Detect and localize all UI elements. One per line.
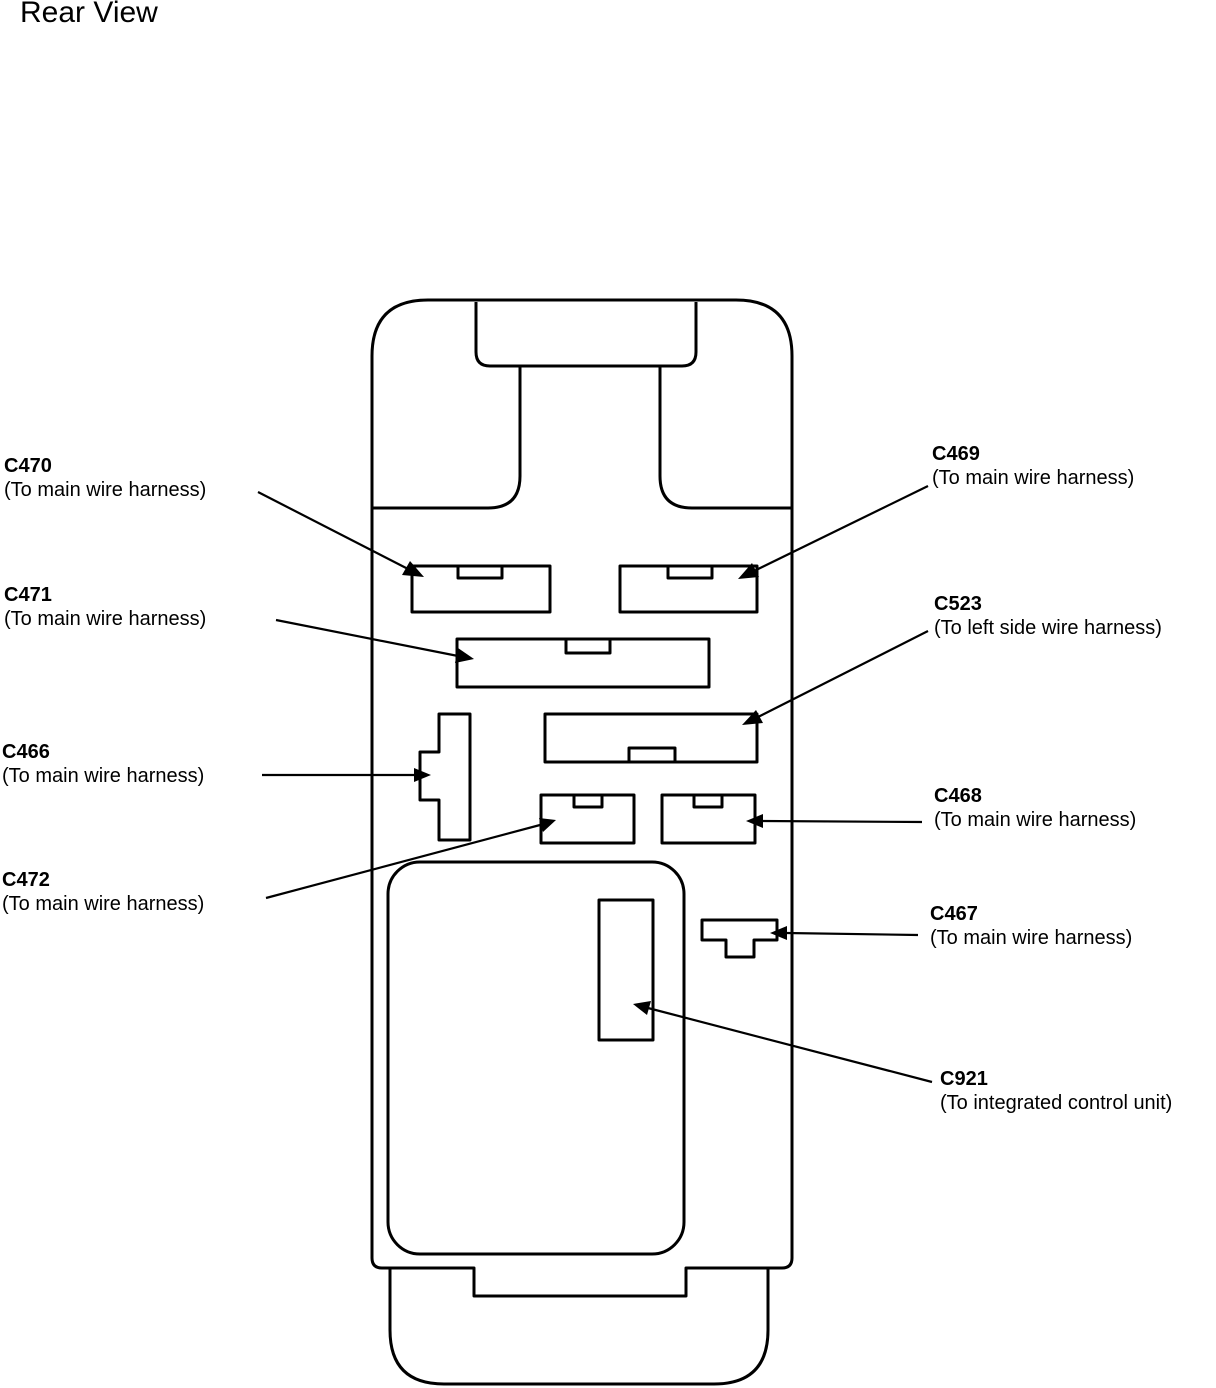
connector-code: C472	[2, 869, 50, 891]
callout-c471: C471 (To main wire harness)	[4, 583, 206, 631]
connector-code: C921	[940, 1068, 988, 1090]
leader-c471	[275, 618, 474, 663]
connector-code: C523	[934, 593, 982, 615]
connector-code: C471	[4, 584, 52, 606]
callout-c466: C466 (To main wire harness)	[2, 740, 204, 788]
callout-c469: C469 (To main wire harness)	[932, 442, 1134, 490]
bottom-mount-tab	[390, 1266, 768, 1298]
connector-destination: (To left side wire harness)	[934, 617, 1162, 639]
connector-destination: (To main wire harness)	[932, 467, 1135, 489]
leader-c468	[746, 814, 923, 828]
connector-code: C468	[934, 785, 982, 807]
connector-c921	[597, 898, 655, 1042]
callout-c921: C921 (To integrated control unit)	[940, 1067, 1172, 1115]
leader-c469	[738, 485, 929, 579]
connector-c471	[455, 637, 711, 689]
connector-c470	[410, 564, 552, 614]
connector-code: C466	[2, 741, 50, 763]
callout-c472: C472 (To main wire harness)	[2, 868, 204, 916]
connector-destination: (To main wire harness)	[934, 809, 1137, 831]
connector-c466	[418, 712, 472, 842]
leader-c472	[265, 818, 556, 900]
callout-c470: C470 (To main wire harness)	[4, 454, 206, 502]
upper-recess	[372, 366, 792, 510]
leader-c921	[633, 1001, 933, 1084]
callout-c468: C468 (To main wire harness)	[934, 784, 1136, 832]
leader-c470	[257, 491, 424, 577]
connector-c468	[660, 793, 757, 845]
connector-c469	[618, 564, 759, 614]
callout-c523: C523 (To left side wire harness)	[934, 592, 1162, 640]
connector-c523	[543, 712, 759, 764]
connector-destination: (To integrated control unit)	[940, 1092, 1173, 1114]
page-title: Rear View	[20, 0, 158, 29]
connector-destination: (To main wire harness)	[4, 608, 207, 630]
connector-destination: (To main wire harness)	[2, 893, 205, 915]
connector-destination: (To main wire harness)	[4, 479, 207, 501]
connector-code: C469	[932, 443, 980, 465]
leader-c466	[262, 768, 431, 782]
leader-c523	[742, 630, 929, 725]
leader-c467	[770, 926, 919, 940]
connector-destination: (To main wire harness)	[2, 765, 205, 787]
top-mount-tab	[474, 302, 698, 368]
lower-compartment	[386, 860, 686, 1256]
connector-code: C470	[4, 455, 52, 477]
connector-c467	[700, 918, 779, 959]
connector-c472	[539, 793, 636, 845]
connector-code: C467	[930, 903, 978, 925]
housing-outline	[370, 298, 794, 1386]
callout-c467: C467 (To main wire harness)	[930, 902, 1132, 950]
connector-destination: (To main wire harness)	[930, 927, 1133, 949]
